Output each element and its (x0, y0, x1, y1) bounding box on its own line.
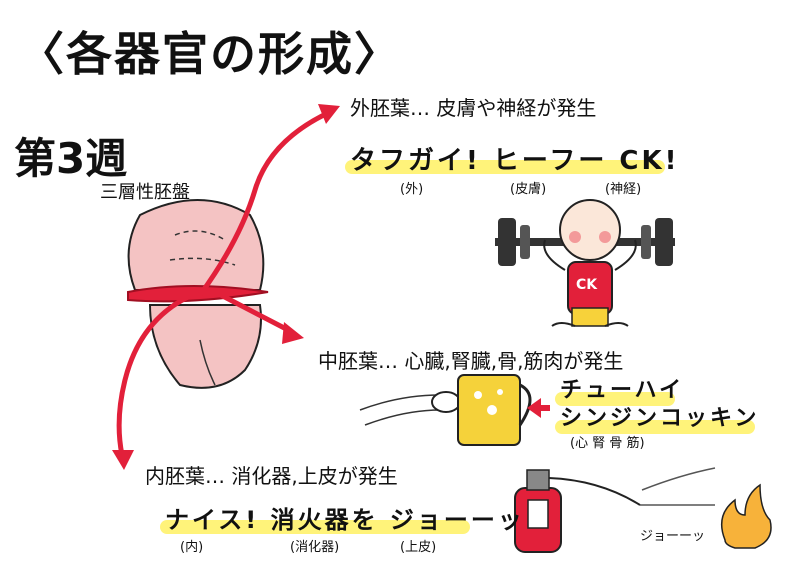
shirt-text: CK (576, 277, 598, 293)
page-title: 〈各器官の形成〉 (18, 27, 402, 81)
endoderm-sub-nai: (内) (180, 540, 204, 555)
mesoderm-highlight-1 (555, 392, 675, 406)
endoderm-highlight (160, 520, 470, 534)
ectoderm-sub-gai: (外) (400, 182, 424, 197)
mesoderm-arrow (212, 289, 304, 344)
mesoderm-sub: (心 腎 骨 筋) (570, 436, 645, 451)
ectoderm-arrow (197, 104, 340, 298)
endoderm-sub-shoukaki: (消化器) (290, 540, 340, 555)
extinguisher-illustration (514, 467, 716, 553)
ectoderm-slogan: タフガイ! ヒーフー CK! (350, 146, 680, 176)
endoderm-slogan: ナイス! 消火器を ジョーーッ (165, 506, 525, 534)
ectoderm-highlight (345, 160, 665, 174)
trilaminar-disc (127, 199, 269, 389)
beer-mug-illustration (359, 374, 532, 446)
mesoderm-highlight-2 (555, 420, 755, 434)
ectoderm-sub-hifu: (皮膚) (510, 182, 547, 197)
mesoderm-pointer-arrow (527, 398, 550, 418)
week-label: 第3週 (14, 134, 128, 183)
endoderm-arrow (112, 293, 193, 470)
weightlifter-illustration (495, 199, 675, 327)
ectoderm-heading: 外胚葉… 皮膚や神経が発生 (350, 96, 597, 120)
mesoderm-heading: 中胚葉… 心臓,腎臓,骨,筋肉が発生 (318, 349, 624, 373)
spray-text: ジョーーッ (640, 529, 706, 544)
ectoderm-sub-shinkei: (神経) (605, 182, 642, 197)
endoderm-sub-jouhi: (上皮) (400, 540, 437, 555)
flame-illustration (720, 483, 772, 549)
mesoderm-slogan-line1: チューハイ (560, 378, 685, 403)
disc-label: 三層性胚盤 (100, 182, 190, 203)
endoderm-heading: 内胚葉… 消化器,上皮が発生 (145, 464, 398, 488)
mesoderm-slogan-line2: シンジンコッキン (560, 406, 760, 431)
